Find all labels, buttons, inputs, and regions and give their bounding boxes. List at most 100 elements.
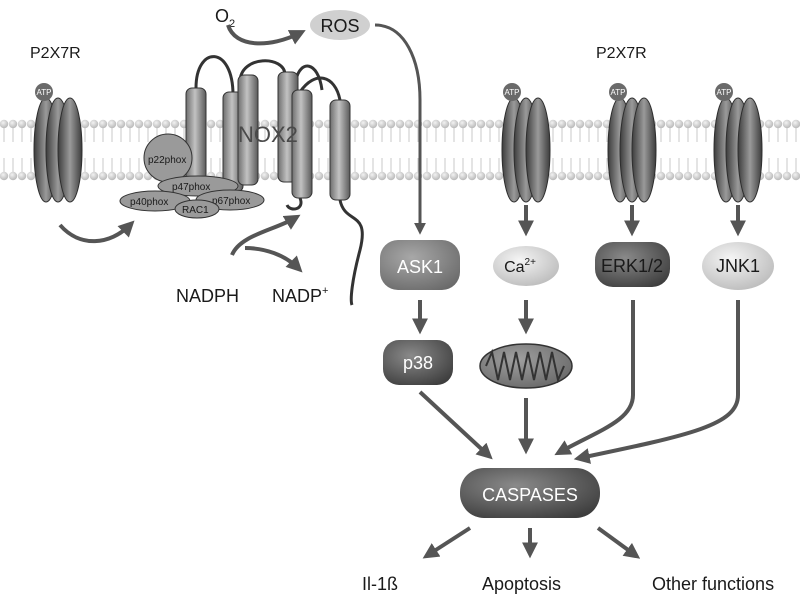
ca-label: Ca2+ [504, 257, 536, 276]
nox2-loop [285, 197, 303, 211]
lipid-head [656, 171, 666, 181]
lipid-head [782, 119, 792, 129]
lipid-head [206, 119, 216, 129]
p2x7r-receptor: ATP [33, 83, 83, 203]
p2x7r-receptor: ATP [607, 83, 657, 203]
lipid-head [701, 171, 711, 181]
nox2-helix [291, 89, 313, 199]
lipid-head [0, 171, 9, 181]
lipid-head [260, 171, 270, 181]
lipid-head [458, 171, 468, 181]
lipid-head [431, 119, 441, 129]
lipid-head [134, 119, 144, 129]
atp-icon [503, 83, 521, 101]
lipid-head [125, 171, 135, 181]
nadp-label: NADP+ [272, 285, 328, 306]
p22phox-label: p22phox [148, 155, 186, 166]
ros-label: ROS [320, 16, 359, 36]
ros-to-ask1-arrow [374, 23, 426, 235]
lipid-head [593, 119, 603, 129]
lipid-head [314, 119, 324, 129]
lipid-head [116, 119, 126, 129]
lipid-head [350, 171, 360, 181]
nadph-label: NADPH [176, 286, 239, 306]
lipid-head [359, 119, 369, 129]
lipid-head [89, 119, 99, 129]
ca-node [493, 246, 559, 286]
lipid-head [8, 171, 18, 181]
lipid-head [116, 171, 126, 181]
lipid-head [98, 171, 108, 181]
lipid-head [431, 171, 441, 181]
lipid-head [440, 171, 450, 181]
lipid-head [440, 119, 450, 129]
p38-to-caspases-arrow [418, 390, 493, 460]
lipid-head [584, 119, 594, 129]
lipid-head [80, 119, 90, 129]
ask1-label: ASK1 [397, 257, 443, 277]
lipid-head [683, 171, 693, 181]
il1b-label: Il-1ß [362, 574, 398, 594]
lipid-head [152, 119, 162, 129]
nox2-loop [194, 55, 235, 96]
lipid-head [422, 119, 432, 129]
lipid-head [377, 119, 387, 129]
lipid-head [395, 119, 405, 129]
lipid-head [107, 171, 117, 181]
p2x7r-receptor: ATP [713, 83, 763, 203]
lipid-head [449, 119, 459, 129]
lipid-head [467, 119, 477, 129]
lipid-head [764, 119, 774, 129]
nox2-helix [185, 87, 207, 189]
lipid-head [701, 119, 711, 129]
lipid-head [386, 119, 396, 129]
lipid-head [485, 171, 495, 181]
rac1-subunit [174, 199, 220, 219]
p40phox-label: p40phox [130, 197, 168, 208]
atp-label: ATP [37, 88, 52, 97]
lipid-head [575, 171, 585, 181]
cell-membrane [0, 119, 800, 181]
lipid-head [557, 119, 567, 129]
lipid-head [17, 171, 27, 181]
lipid-head [368, 171, 378, 181]
lipid-head [260, 119, 270, 129]
lipid-head [494, 119, 504, 129]
p2x7r-receptor: ATP [501, 83, 551, 203]
lipid-head [593, 171, 603, 181]
lipid-head [485, 119, 495, 129]
lipid-head [467, 171, 477, 181]
lipid-head [548, 119, 558, 129]
lipid-head [782, 171, 792, 181]
lipid-head [368, 119, 378, 129]
p2x7r-left-label: P2X7R [30, 45, 81, 62]
nox2-helix [329, 99, 351, 201]
lipid-head [773, 119, 783, 129]
nadph-to-nox-arrow [230, 214, 301, 256]
ask1-node [380, 240, 460, 290]
p47phox-label: p47phox [172, 182, 210, 193]
to-other-arrow [596, 526, 641, 559]
lipid-head [449, 171, 459, 181]
lipid-head [773, 171, 783, 181]
lipid-head [17, 119, 27, 129]
lipid-head [665, 171, 675, 181]
lipid-head [143, 119, 153, 129]
caspases-label: CASPASES [482, 485, 578, 505]
atp-label: ATP [611, 88, 626, 97]
lipid-head [170, 119, 180, 129]
nox2-tail [338, 199, 364, 306]
lipid-head [674, 119, 684, 129]
p2x7r-right-label: P2X7R [596, 45, 647, 62]
lipid-head [161, 119, 171, 129]
lipid-head [386, 171, 396, 181]
lipid-head [764, 171, 774, 181]
jnk-node [702, 242, 774, 290]
lipid-head [8, 119, 18, 129]
lipid-head [269, 171, 279, 181]
o2-to-ros-arrow [226, 24, 306, 46]
other-functions-label: Other functions [652, 574, 774, 594]
lipid-head [395, 171, 405, 181]
lipid-head [566, 171, 576, 181]
nox2-loop [238, 59, 287, 83]
